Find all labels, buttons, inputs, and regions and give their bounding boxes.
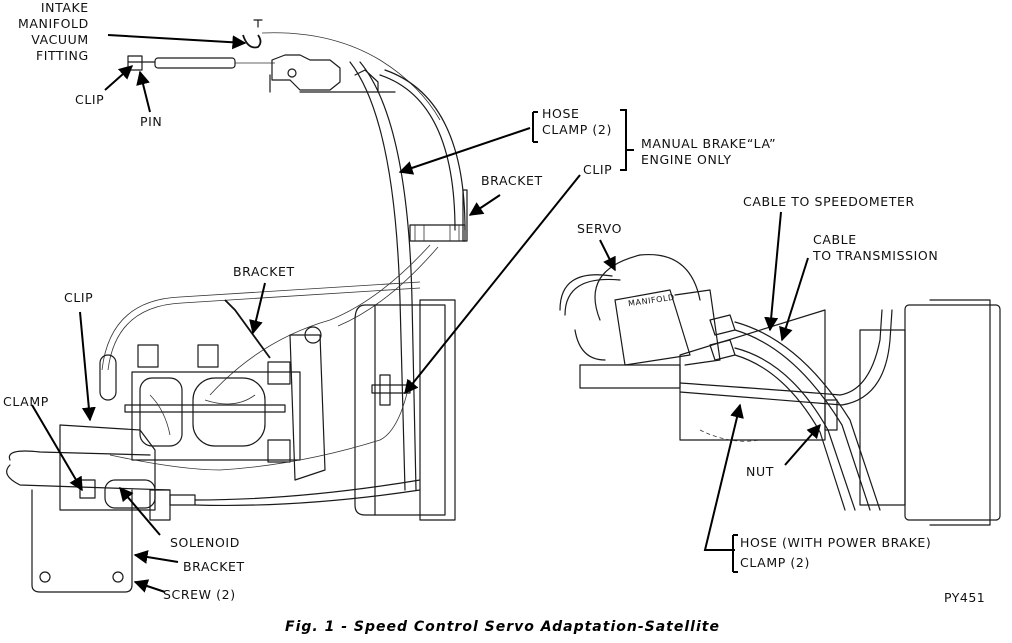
label-line: MANUAL BRAKE“LA” (641, 136, 777, 151)
screw-label: SCREW (2) (163, 587, 236, 602)
brake-booster-right (824, 299, 1001, 526)
bracket-mid-label: BRACKET (233, 264, 295, 279)
label-line: HOSE (542, 106, 580, 121)
figure-id: PY451 (944, 590, 986, 605)
clip-top-label: CLIP (75, 92, 105, 107)
mounting-bracket (31, 489, 133, 593)
label-line: TO TRANSMISSION (813, 248, 939, 263)
clip-right-label: CLIP (583, 162, 613, 177)
bracket-upper-label: BRACKET (481, 173, 543, 188)
label-line: ENGINE ONLY (641, 152, 732, 167)
clamp-label: CLAMP (3, 394, 49, 409)
throttle-linkage (127, 54, 396, 93)
nut-label: NUT (746, 464, 774, 479)
solenoid-label: SOLENOID (170, 535, 240, 550)
right-assembly (559, 253, 1001, 526)
bracket-lower-label: BRACKET (183, 559, 245, 574)
cable-speedometer-label: CABLE TO SPEEDOMETER (743, 194, 915, 209)
pin-label: PIN (140, 114, 163, 129)
label-line: VACUUM (31, 32, 89, 47)
servo-left (6, 354, 421, 521)
clip-left-label: CLIP (64, 290, 94, 305)
hose-clamp-label: HOSE CLAMP (2) (542, 106, 612, 138)
label-line: CLAMP (2) (740, 555, 810, 570)
label-line: INTAKE (40, 0, 89, 15)
intake-manifold-label: INTAKE MANIFOLD VACUUM FITTING (18, 0, 89, 64)
upper-bracket (209, 189, 468, 396)
label-line: CLAMP (2) (542, 122, 612, 137)
cable-transmission-label: CABLE TO TRANSMISSION (813, 232, 938, 264)
manual-brake-note: MANUAL BRAKE“LA” ENGINE ONLY (641, 136, 776, 168)
servo-label: SERVO (577, 221, 623, 236)
vacuum-hose (349, 61, 466, 491)
label-line: MANIFOLD (18, 16, 89, 31)
hose-power-brake-label: HOSE (WITH POWER BRAKE) CLAMP (2) (740, 535, 931, 571)
label-line: CABLE (813, 232, 857, 247)
figure-caption: Fig. 1 - Speed Control Servo Adaptation-… (285, 619, 720, 635)
leader-lines (31, 34, 821, 593)
left-assembly (6, 19, 468, 593)
label-line: HOSE (WITH POWER BRAKE) (740, 535, 932, 550)
servo-right (559, 253, 893, 511)
label-line: FITTING (35, 48, 89, 63)
